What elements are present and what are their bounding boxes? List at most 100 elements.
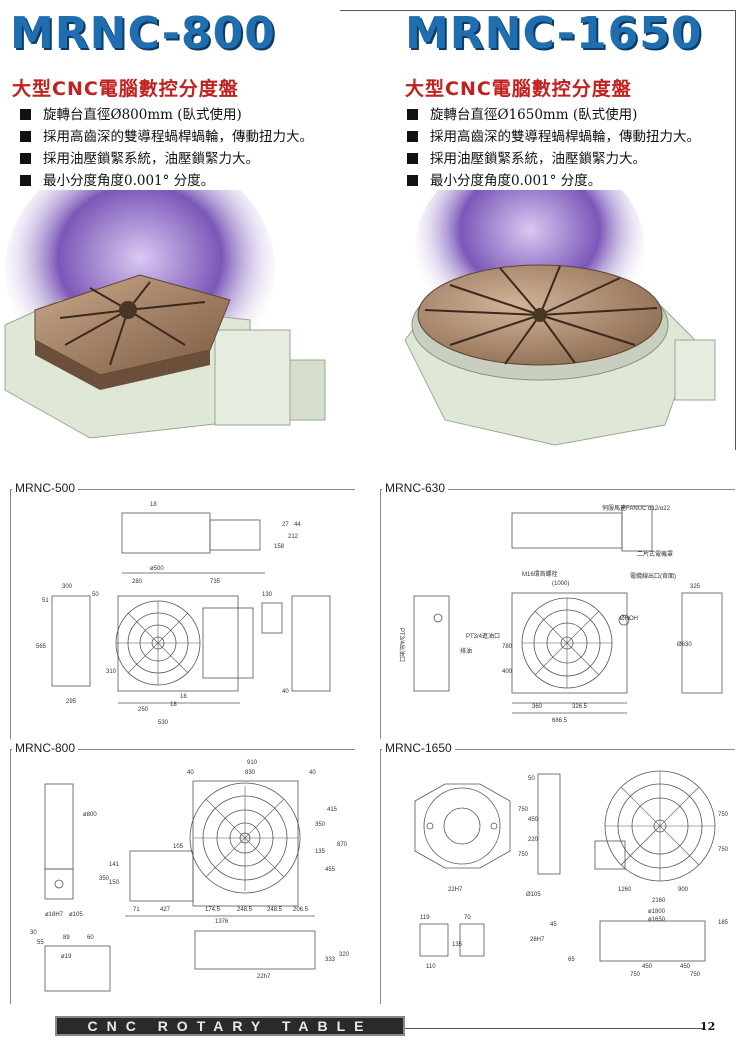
feature-item: 最小分度角度0.001° 分度。: [407, 170, 700, 192]
svg-text:565: 565: [36, 644, 47, 650]
feature-item: 採用油壓鎖緊系統，油壓鎖緊力大。: [407, 148, 700, 170]
svg-text:28H7: 28H7: [530, 937, 545, 943]
svg-text:212: 212: [288, 534, 299, 540]
svg-text:65: 65: [568, 957, 575, 963]
svg-text:二片式電機罩: 二片式電機罩: [637, 550, 673, 558]
subtitle-1650: 大型CNC電腦數控分度盤: [405, 78, 632, 100]
svg-text:248.5: 248.5: [237, 907, 253, 913]
svg-text:22h7: 22h7: [257, 974, 271, 980]
svg-text:Ø630: Ø630: [677, 642, 692, 648]
model-title-1650: MRNC-1650: [405, 8, 703, 59]
bullet-square-icon: [407, 109, 418, 120]
svg-text:40: 40: [187, 770, 194, 776]
svg-text:320: 320: [339, 952, 350, 958]
svg-text:50: 50: [528, 776, 535, 782]
svg-text:ø105: ø105: [69, 912, 83, 918]
svg-text:750: 750: [518, 852, 529, 858]
footer-title: CNC ROTARY TABLE: [87, 1018, 373, 1034]
product-photo-1650: [404, 190, 716, 446]
feature-item: 旋轉台直徑Ø800mm (臥式使用): [20, 104, 313, 126]
svg-text:415: 415: [327, 807, 338, 813]
subtitle-800: 大型CNC電腦數控分度盤: [12, 78, 239, 100]
svg-text:(1000): (1000): [552, 581, 569, 587]
svg-text:27: 27: [282, 522, 289, 528]
svg-text:185: 185: [718, 920, 729, 926]
svg-text:450: 450: [642, 964, 653, 970]
svg-text:22H7: 22H7: [448, 887, 463, 893]
svg-text:18: 18: [170, 702, 177, 708]
svg-text:ø19: ø19: [61, 954, 72, 960]
svg-text:51: 51: [42, 598, 49, 604]
svg-text:18: 18: [150, 502, 157, 508]
svg-text:780: 780: [502, 644, 513, 650]
svg-text:1376: 1376: [215, 919, 229, 925]
svg-text:排油: 排油: [460, 647, 472, 655]
feature-list-800: 旋轉台直徑Ø800mm (臥式使用) 採用高齒深的雙導程蝸桿蝸輪，傳動扭力大。 …: [20, 104, 313, 192]
svg-text:89: 89: [63, 935, 70, 941]
feature-item: 旋轉台直徑Ø1650mm (臥式使用): [407, 104, 700, 126]
svg-text:ø500: ø500: [150, 566, 164, 572]
svg-text:Ø105: Ø105: [526, 892, 541, 898]
svg-text:ø800: ø800: [83, 812, 97, 818]
svg-text:910: 910: [247, 760, 258, 766]
svg-text:750: 750: [718, 812, 729, 818]
bullet-square-icon: [20, 109, 31, 120]
svg-text:530: 530: [158, 720, 169, 726]
svg-text:電纜線出口(背面): 電纜線出口(背面): [630, 572, 676, 580]
svg-text:326.5: 326.5: [572, 704, 588, 710]
section-rule-630: [380, 489, 735, 490]
footer-banner: CNC ROTARY TABLE: [55, 1016, 405, 1036]
header-right-rule: [735, 10, 736, 450]
bullet-square-icon: [20, 153, 31, 164]
svg-text:1260: 1260: [618, 887, 632, 893]
svg-text:455: 455: [325, 867, 336, 873]
svg-text:PT3/4出油口: PT3/4出油口: [398, 628, 406, 662]
feature-item: 採用油壓鎖緊系統，油壓鎖緊力大。: [20, 148, 313, 170]
svg-text:119: 119: [420, 915, 430, 921]
svg-text:830: 830: [245, 770, 256, 776]
svg-text:900: 900: [678, 887, 689, 893]
svg-text:870: 870: [337, 842, 348, 848]
header-rule: [340, 10, 735, 11]
svg-text:135: 135: [452, 942, 463, 948]
svg-text:750: 750: [518, 807, 529, 813]
svg-text:686.5: 686.5: [552, 718, 568, 724]
svg-text:735: 735: [210, 579, 221, 585]
section-rule-800-v: [10, 749, 11, 1004]
svg-text:750: 750: [630, 972, 641, 978]
svg-text:30: 30: [30, 930, 37, 936]
svg-text:750: 750: [690, 972, 701, 978]
svg-text:450: 450: [528, 817, 539, 823]
svg-text:360: 360: [532, 704, 543, 710]
technical-drawing-1650: 50 750 750 450 220 1260 900 2160 ø1800 ø…: [414, 770, 729, 978]
drawing-label-800: MRNC-800: [12, 741, 79, 755]
section-rule-1650: [380, 749, 735, 750]
svg-text:60: 60: [87, 935, 94, 941]
technical-drawing-500: 18 ø500 280 735 300 50 130 51 565 27 212…: [36, 502, 331, 726]
svg-text:350: 350: [315, 822, 326, 828]
svg-text:44: 44: [294, 522, 301, 528]
feature-item: 採用高齒深的雙導程蝸桿蝸輪，傳動扭力大。: [407, 126, 700, 148]
model-title-800: MRNC-800: [10, 8, 276, 59]
svg-text:2160: 2160: [652, 898, 666, 904]
svg-text:71: 71: [133, 907, 140, 913]
svg-text:158: 158: [274, 544, 285, 550]
svg-text:45: 45: [550, 922, 557, 928]
svg-text:141: 141: [109, 862, 120, 868]
svg-text:135: 135: [315, 849, 326, 855]
feature-item: 採用高齒深的雙導程蝸桿蝸輪，傳動扭力大。: [20, 126, 313, 148]
svg-text:750: 750: [718, 847, 729, 853]
footer-rule: [405, 1028, 705, 1029]
drawing-label-630: MRNC-630: [382, 481, 449, 495]
svg-text:110: 110: [426, 964, 436, 970]
svg-text:ø18H7: ø18H7: [45, 912, 64, 918]
svg-text:50: 50: [92, 592, 99, 598]
bullet-square-icon: [407, 175, 418, 186]
svg-text:130: 130: [262, 592, 273, 598]
svg-text:325: 325: [690, 584, 701, 590]
svg-text:206.5: 206.5: [293, 907, 309, 913]
svg-text:55: 55: [37, 940, 44, 946]
svg-text:220: 220: [528, 837, 539, 843]
svg-text:ø1650: ø1650: [648, 917, 666, 923]
svg-text:310: 310: [106, 669, 117, 675]
